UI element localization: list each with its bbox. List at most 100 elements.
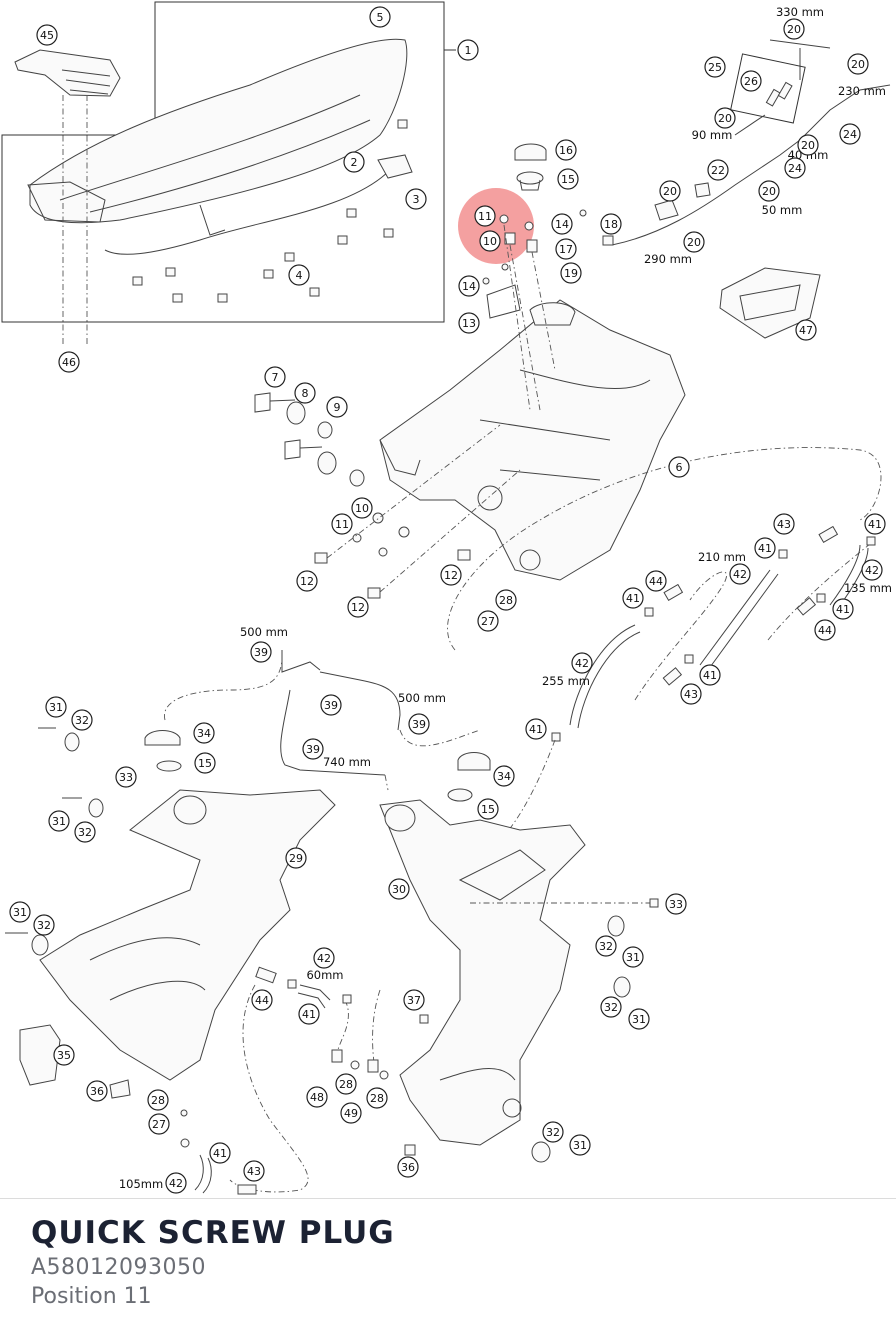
callout-42[interactable]: 42	[313, 947, 335, 969]
callout-31[interactable]: 31	[48, 810, 70, 832]
callout-badge[interactable]	[347, 596, 369, 618]
callout-badge[interactable]	[298, 1003, 320, 1025]
callout-34[interactable]: 34	[493, 765, 515, 787]
callout-15[interactable]: 15	[557, 168, 579, 190]
callout-27[interactable]: 27	[477, 610, 499, 632]
callout-47[interactable]: 47	[795, 319, 817, 341]
callout-34[interactable]: 34	[193, 722, 215, 744]
callout-33[interactable]: 33	[665, 893, 687, 915]
callout-30[interactable]: 30	[388, 878, 410, 900]
callout-badge[interactable]	[86, 1080, 108, 1102]
callout-badge[interactable]	[397, 1156, 419, 1178]
callout-badge[interactable]	[343, 151, 365, 173]
callout-31[interactable]: 31	[622, 946, 644, 968]
callout-36[interactable]: 36	[397, 1156, 419, 1178]
callout-badge[interactable]	[296, 570, 318, 592]
callout-32[interactable]: 32	[71, 709, 93, 731]
callout-11[interactable]: 11	[474, 205, 496, 227]
callout-badge[interactable]	[474, 205, 496, 227]
callout-41[interactable]: 41	[209, 1142, 231, 1164]
callout-badge[interactable]	[773, 513, 795, 535]
callout-badge[interactable]	[571, 652, 593, 674]
callout-badge[interactable]	[525, 718, 547, 740]
callout-25[interactable]: 25	[704, 56, 726, 78]
callout-badge[interactable]	[458, 312, 480, 334]
callout-41[interactable]: 41	[864, 513, 886, 535]
callout-28[interactable]: 28	[147, 1089, 169, 1111]
callout-badge[interactable]	[340, 1102, 362, 1124]
callout-14[interactable]: 14	[551, 213, 573, 235]
callout-6[interactable]: 6	[668, 456, 690, 478]
callout-badge[interactable]	[331, 513, 353, 535]
callout-44[interactable]: 44	[251, 989, 273, 1011]
callout-badge[interactable]	[795, 319, 817, 341]
callout-badge[interactable]	[814, 619, 836, 641]
callout-41[interactable]: 41	[832, 598, 854, 620]
callout-badge[interactable]	[165, 1172, 187, 1194]
callout-badge[interactable]	[33, 914, 55, 936]
callout-46[interactable]: 46	[58, 351, 80, 373]
callout-41[interactable]: 41	[754, 537, 776, 559]
callout-badge[interactable]	[622, 587, 644, 609]
callout-14[interactable]: 14	[458, 275, 480, 297]
callout-badge[interactable]	[665, 893, 687, 915]
callout-43[interactable]: 43	[243, 1160, 265, 1182]
callout-badge[interactable]	[9, 901, 31, 923]
callout-42[interactable]: 42	[861, 559, 883, 581]
callout-31[interactable]: 31	[628, 1008, 650, 1030]
callout-41[interactable]: 41	[699, 664, 721, 686]
callout-42[interactable]: 42	[729, 563, 751, 585]
callout-badge[interactable]	[313, 947, 335, 969]
callout-badge[interactable]	[555, 139, 577, 161]
callout-badge[interactable]	[560, 262, 582, 284]
callout-badge[interactable]	[668, 456, 690, 478]
callout-badge[interactable]	[320, 694, 342, 716]
callout-badge[interactable]	[557, 168, 579, 190]
callout-39[interactable]: 39	[302, 738, 324, 760]
callout-badge[interactable]	[351, 497, 373, 519]
callout-32[interactable]: 32	[595, 935, 617, 957]
callout-16[interactable]: 16	[555, 139, 577, 161]
callout-badge[interactable]	[36, 24, 58, 46]
callout-badge[interactable]	[847, 53, 869, 75]
callout-badge[interactable]	[495, 589, 517, 611]
callout-41[interactable]: 41	[622, 587, 644, 609]
callout-41[interactable]: 41	[525, 718, 547, 740]
callout-35[interactable]: 35	[53, 1044, 75, 1066]
callout-13[interactable]: 13	[458, 312, 480, 334]
callout-31[interactable]: 31	[569, 1134, 591, 1156]
callout-badge[interactable]	[288, 264, 310, 286]
callout-badge[interactable]	[839, 123, 861, 145]
callout-badge[interactable]	[193, 722, 215, 744]
callout-1[interactable]: 1	[457, 39, 479, 61]
callout-32[interactable]: 32	[600, 996, 622, 1018]
callout-4[interactable]: 4	[288, 264, 310, 286]
callout-9[interactable]: 9	[326, 396, 348, 418]
callout-badge[interactable]	[209, 1142, 231, 1164]
callout-badge[interactable]	[326, 396, 348, 418]
callout-badge[interactable]	[440, 564, 462, 586]
callout-badge[interactable]	[264, 366, 286, 388]
callout-badge[interactable]	[250, 641, 272, 663]
callout-badge[interactable]	[408, 713, 430, 735]
callout-20[interactable]: 20	[758, 180, 780, 202]
callout-42[interactable]: 42	[571, 652, 593, 674]
callout-badge[interactable]	[569, 1134, 591, 1156]
callout-badge[interactable]	[861, 559, 883, 581]
callout-2[interactable]: 2	[343, 151, 365, 173]
callout-29[interactable]: 29	[285, 847, 307, 869]
callout-39[interactable]: 39	[250, 641, 272, 663]
callout-badge[interactable]	[784, 157, 806, 179]
callout-10[interactable]: 10	[479, 230, 501, 252]
callout-badge[interactable]	[864, 513, 886, 535]
callout-20[interactable]: 20	[714, 107, 736, 129]
callout-37[interactable]: 37	[403, 989, 425, 1011]
callout-badge[interactable]	[600, 213, 622, 235]
callout-42[interactable]: 42	[165, 1172, 187, 1194]
callout-badge[interactable]	[542, 1121, 564, 1143]
callout-badge[interactable]	[628, 1008, 650, 1030]
callout-17[interactable]: 17	[555, 238, 577, 260]
callout-12[interactable]: 12	[296, 570, 318, 592]
callout-41[interactable]: 41	[298, 1003, 320, 1025]
callout-badge[interactable]	[366, 1087, 388, 1109]
